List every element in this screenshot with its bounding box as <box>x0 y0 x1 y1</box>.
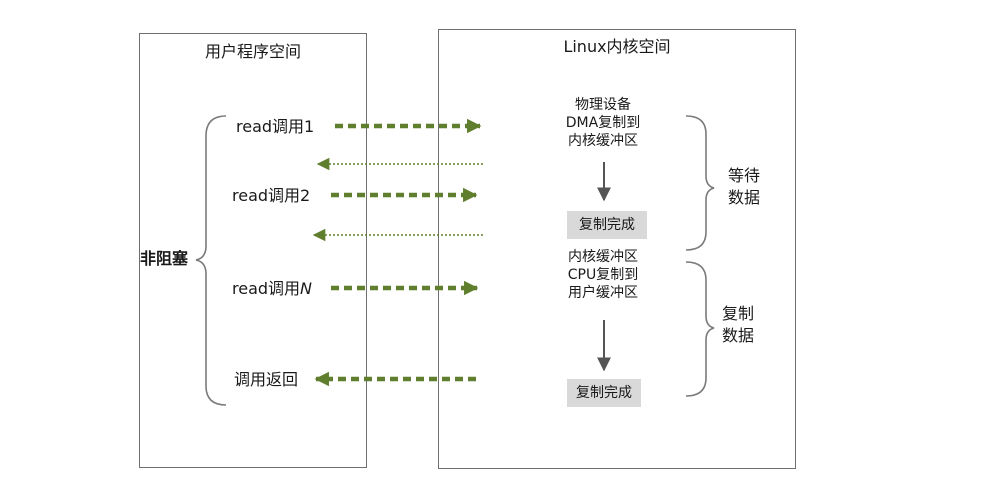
kernel-cpu-copy-text: 内核缓冲区 CPU复制到 用户缓冲区 <box>538 248 668 302</box>
user-space-title: 用户程序空间 <box>204 42 301 61</box>
kernel-cpu-line-3: 用户缓冲区 <box>568 285 638 301</box>
wait-data-phase-label: 等待 数据 <box>728 165 760 209</box>
kernel-dma-line-1: 物理设备 <box>575 97 631 113</box>
wait-phase-line-2: 数据 <box>728 188 761 207</box>
copy-complete-badge-2: 复制完成 <box>567 379 641 407</box>
kernel-dma-line-3: 内核缓冲区 <box>568 133 638 149</box>
kernel-space-panel <box>438 29 796 469</box>
read-call-n-prefix: read调用 <box>232 279 301 298</box>
read-call-n-label: read调用N <box>232 279 312 298</box>
nonblocking-brace <box>195 115 227 406</box>
copy-phase-line-1: 复制 <box>722 304 755 323</box>
copy-data-phase-label: 复制 数据 <box>722 303 754 347</box>
read-call-2-label: read调用2 <box>232 186 311 205</box>
kernel-dma-line-2: DMA复制到 <box>565 115 641 131</box>
copy-complete-badge-1: 复制完成 <box>567 211 647 239</box>
kernel-space-title: Linux内核空间 <box>563 37 671 56</box>
read-call-n-index: N <box>300 279 313 298</box>
read-call-1-label: read调用1 <box>236 117 315 136</box>
copy-phase-line-2: 数据 <box>722 326 755 345</box>
user-space-panel <box>139 33 367 468</box>
kernel-cpu-line-2: CPU复制到 <box>567 267 639 283</box>
call-return-label: 调用返回 <box>234 370 299 389</box>
kernel-cpu-line-1: 内核缓冲区 <box>568 249 638 265</box>
copy-data-brace <box>685 261 715 397</box>
wait-data-brace <box>685 115 715 251</box>
nonblocking-label: 非阻塞 <box>140 249 189 268</box>
kernel-dma-copy-text: 物理设备 DMA复制到 内核缓冲区 <box>538 96 668 150</box>
wait-phase-line-1: 等待 <box>728 166 761 185</box>
